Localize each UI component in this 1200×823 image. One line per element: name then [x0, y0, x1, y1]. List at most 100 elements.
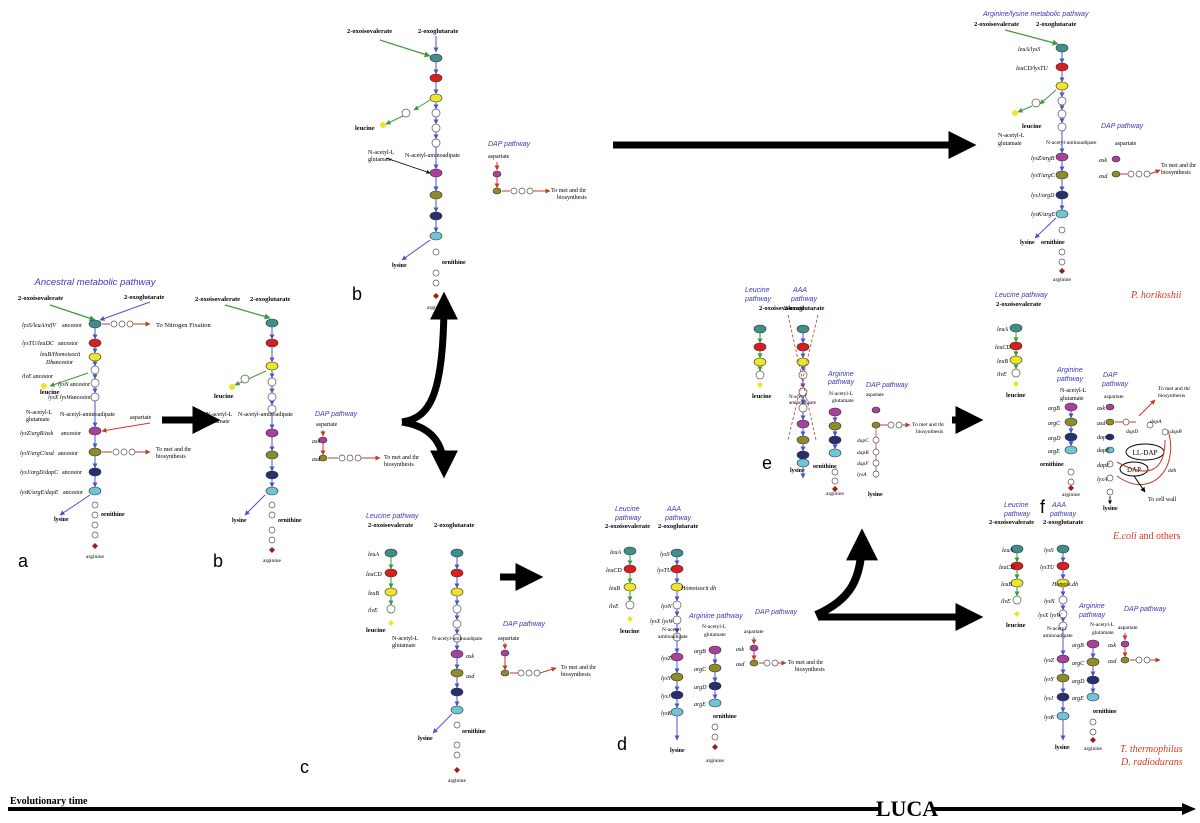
- open-node: [1058, 258, 1066, 266]
- metabolite: glutamate: [832, 398, 854, 404]
- enzyme-node: [670, 690, 684, 700]
- open-node: [453, 751, 461, 759]
- panel-label: a: [18, 551, 29, 571]
- open-node: [432, 269, 440, 277]
- open-node: [711, 733, 719, 741]
- pathway-title: DAP pathway: [503, 621, 546, 628]
- pathway-title: DAP pathway: [1101, 123, 1144, 130]
- gene-label: argE: [694, 702, 706, 708]
- gene-label: ilvE: [1001, 599, 1011, 605]
- metabolite: glutamate: [1060, 396, 1084, 402]
- open-node: [1011, 368, 1021, 378]
- open-node: [831, 468, 839, 476]
- pathway-arrow: [49, 372, 89, 387]
- enzyme-node: [500, 669, 510, 677]
- open-node: [517, 669, 525, 677]
- enzyme-node: [670, 672, 684, 682]
- gene-label: asd: [1097, 421, 1106, 427]
- open-node: [268, 536, 276, 544]
- open-node: [1058, 248, 1066, 256]
- metabolite: N-acetyl-L: [26, 410, 53, 416]
- enzyme-node: [88, 319, 102, 329]
- ornithine: ornithine: [713, 714, 737, 720]
- pathway-arrow: [49, 304, 96, 322]
- panel-a: Ancestral metabolic pathway2-oxoisovaler…: [18, 277, 212, 571]
- substrate: 2-oxoisovalerate: [195, 296, 240, 303]
- open-node: [268, 526, 276, 534]
- open-node: [831, 477, 839, 485]
- metabolite: glutamate: [998, 141, 1022, 147]
- pathway-arrow: [1138, 399, 1156, 417]
- metabolite: N-acetyl-L: [1060, 388, 1087, 394]
- product-marker: [454, 767, 460, 773]
- gene-label: dapF: [857, 461, 869, 467]
- pathway-title: pathway: [614, 515, 642, 522]
- pathway-arrow: [224, 304, 271, 320]
- open-node: [1135, 656, 1143, 664]
- aspartate: aspartate: [498, 636, 520, 642]
- gene-suffix: ancestor: [58, 451, 78, 457]
- gene-label: argD: [1048, 436, 1061, 442]
- gene-label: leuB: [997, 359, 1008, 365]
- enzyme-node: [1086, 675, 1100, 685]
- enzyme-node: [88, 447, 102, 457]
- enzyme-node: [88, 352, 102, 362]
- panel-label: f: [1040, 497, 1046, 517]
- product-marker: [1090, 737, 1096, 743]
- enzyme-node: [1009, 355, 1023, 365]
- gene-label: asd: [466, 674, 475, 680]
- panel-label: c: [300, 757, 309, 777]
- lysine: lysine: [54, 517, 69, 523]
- enzyme-node: [1055, 209, 1069, 219]
- gene-label: leuA: [1002, 548, 1013, 554]
- gene-label: leuB: [1001, 582, 1012, 588]
- arginine: arginine: [1053, 277, 1071, 283]
- pathway-arrow: [539, 666, 557, 674]
- gene-label: ask: [1097, 406, 1105, 412]
- open-node: [1106, 460, 1114, 468]
- pathway-arrow: [379, 39, 431, 58]
- metabolite: N-acetyl: [662, 627, 681, 633]
- enzyme-node: [1056, 561, 1070, 571]
- panel-d: LeucinepathwayAAApathway2-oxoisovalerate…: [605, 506, 825, 764]
- aspartate: aspartate: [316, 422, 338, 428]
- gene-suffix: ancestor: [53, 360, 73, 366]
- leucine-dot: [380, 122, 386, 128]
- enzyme-node: [871, 421, 881, 429]
- open-node: [763, 659, 771, 667]
- product-marker: [92, 543, 98, 549]
- open-node: [1127, 170, 1135, 178]
- open-node: [120, 448, 128, 456]
- pathway-title: DAP: [1103, 372, 1118, 379]
- enzyme-node: [796, 450, 810, 460]
- arginine: arginine: [86, 554, 104, 560]
- enzyme-node: [88, 426, 102, 436]
- gene-label: lysN: [58, 382, 70, 388]
- gene-suffix: ancestor: [61, 431, 81, 437]
- gene-suffix: ancestor: [71, 395, 91, 401]
- gene-label: ask: [312, 439, 320, 445]
- crossout-line: [787, 314, 817, 441]
- enzyme-node: [450, 705, 464, 715]
- open-node: [672, 600, 682, 610]
- leucine: leucine: [620, 628, 640, 635]
- enzyme-node: [1111, 170, 1121, 178]
- open-node: [1058, 595, 1068, 605]
- enzyme-node: [500, 649, 510, 657]
- aspartate: aspartate: [744, 629, 764, 635]
- substrate: 2-oxoisovalerate: [996, 301, 1041, 308]
- gene-label: lysS/leuA/nifV: [22, 322, 57, 329]
- enzyme-node: [1105, 403, 1115, 411]
- transition-arrows: [162, 131, 984, 631]
- enzyme-node: [1086, 639, 1100, 649]
- panel-label: b: [352, 284, 362, 304]
- enzyme-node: [429, 93, 443, 103]
- enzyme-node: [429, 73, 443, 83]
- pathway-arrow: [432, 713, 453, 734]
- leucine-dot: [41, 383, 47, 389]
- enzyme-node: [384, 568, 398, 578]
- gene-label: lysK: [1044, 715, 1056, 721]
- enzyme-node: [1056, 673, 1070, 683]
